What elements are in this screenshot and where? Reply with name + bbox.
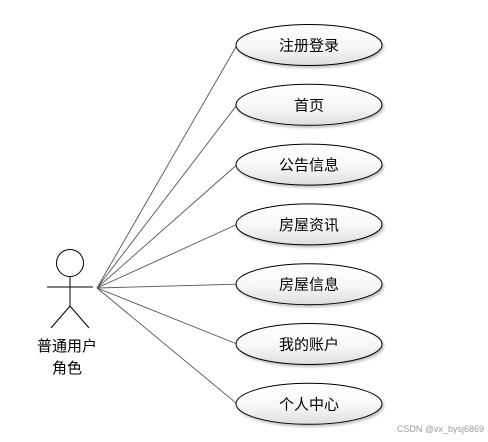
actor-label-line2: 角色 (52, 359, 82, 377)
use-case-label: 首页 (294, 96, 324, 114)
use-case-label: 房屋信息 (279, 276, 339, 294)
use-case-6: 我的账户 (235, 323, 383, 365)
actor-label-line1: 普通用户 (37, 337, 97, 355)
use-case-label: 我的账户 (279, 336, 339, 354)
use-case-ellipse (235, 323, 383, 365)
use-case-3: 公告信息 (235, 143, 383, 186)
use-case-7: 个人中心 (235, 382, 383, 425)
watermark-text: CSDN @vx_bysj6869 (397, 424, 484, 434)
use-case-ellipse (235, 382, 383, 425)
use-case-label: 注册登录 (279, 37, 339, 55)
use-case-ellipse (235, 143, 383, 186)
use-case-2: 首页 (235, 83, 383, 126)
association-lines (96, 44, 238, 405)
association-line (96, 287, 238, 405)
association-line (96, 104, 238, 289)
actor-left-leg (50, 305, 71, 329)
use-case-label: 公告信息 (279, 156, 339, 174)
actor-figure: 普通用户 角色 (37, 249, 97, 377)
actor-right-leg (69, 305, 90, 329)
association-line (96, 283, 238, 289)
association-line (96, 44, 238, 289)
actor-head (56, 249, 84, 277)
use-case-1: 注册登录 (235, 24, 383, 66)
use-case-ellipse (235, 83, 383, 126)
use-case-label: 房屋资讯 (279, 216, 339, 234)
use-case-ellipse (235, 263, 383, 306)
use-case-ellipse (235, 203, 383, 246)
use-case-label: 个人中心 (279, 395, 339, 413)
use-case-5: 房屋信息 (235, 263, 383, 306)
use-case-4: 房屋资讯 (235, 203, 383, 246)
association-line (96, 287, 238, 345)
association-line (96, 223, 238, 289)
association-line (96, 164, 238, 289)
use-case-ellipse (235, 24, 383, 66)
